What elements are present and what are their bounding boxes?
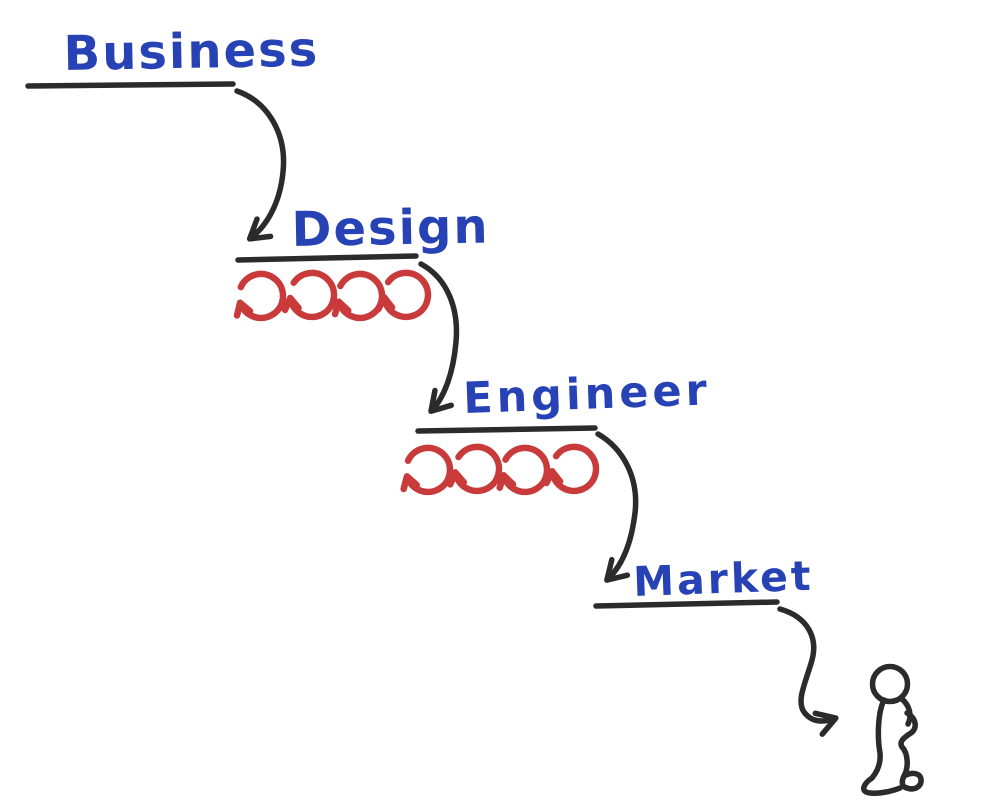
market-underline (593, 599, 780, 609)
design-underline (235, 253, 419, 263)
design-iteration-loops (233, 270, 430, 320)
person-head (869, 663, 911, 705)
arrow-market-to-person (777, 606, 839, 737)
stage-label-design: Design (291, 198, 490, 258)
person-back-foot (903, 770, 924, 792)
engineer-underline (415, 425, 598, 434)
flow-arrows (234, 88, 839, 737)
stage-label-business: Business (63, 21, 320, 82)
iteration-loop-icon (450, 446, 500, 492)
person-front-foot (861, 775, 903, 796)
stage-platform-lines (25, 81, 780, 609)
person-back-shoulder (899, 696, 913, 727)
arrow-engineer-to-market (595, 431, 639, 583)
person-back-leg (899, 744, 910, 791)
business-underline (25, 81, 236, 89)
person-figure (861, 663, 924, 796)
person-arm-akimbo (898, 710, 918, 750)
iteration-loop-icon (546, 444, 598, 493)
stage-label-engineer: Engineer (462, 365, 712, 424)
arrow-business-to-design (234, 88, 287, 242)
arrow-design-to-engineer (418, 261, 460, 414)
iteration-loop-icon (333, 273, 383, 319)
person-front-side (869, 697, 887, 781)
iteration-loop-icon (498, 447, 547, 493)
iteration-loop-icon (400, 446, 452, 494)
iteration-loop-icon (233, 272, 285, 321)
engineer-iteration-loops (400, 444, 598, 494)
iteration-loop-icon (285, 271, 336, 318)
stage-label-market: Market (632, 551, 815, 606)
iteration-loop-icon (378, 270, 430, 319)
